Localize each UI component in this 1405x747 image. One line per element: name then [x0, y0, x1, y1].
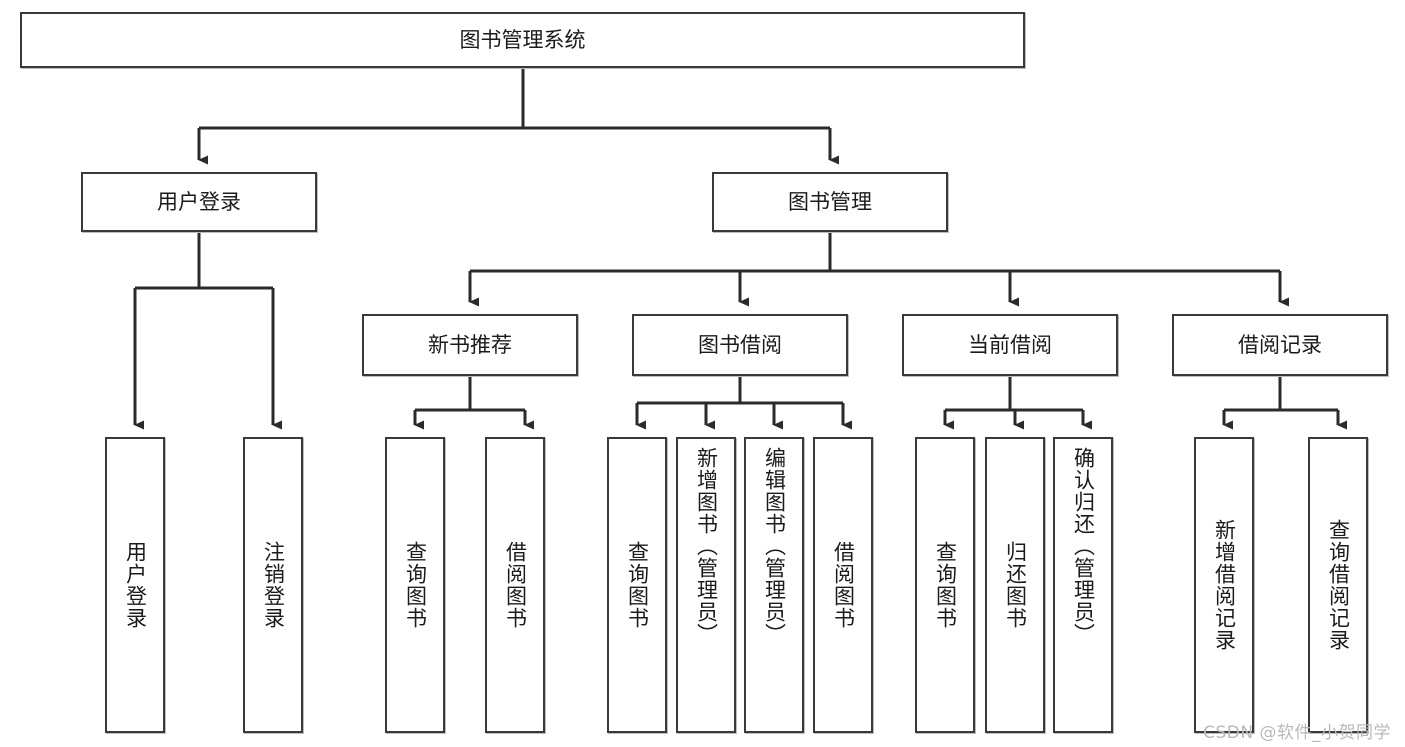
- node-leaf-logout[interactable]: 注销登录: [243, 437, 303, 733]
- node-root-label: 图书管理系统: [459, 27, 586, 52]
- node-leaf-add-book[interactable]: 新增图书（管理员）: [676, 437, 736, 733]
- node-user-login[interactable]: 用户登录: [81, 172, 317, 232]
- node-current-borrow[interactable]: 当前借阅: [902, 314, 1118, 376]
- node-leaf-confirm-return-label: 确认归还（管理员）: [1071, 447, 1096, 645]
- node-book-manage[interactable]: 图书管理: [712, 172, 948, 232]
- node-leaf-return-book-label: 归还图书: [1003, 541, 1028, 629]
- node-leaf-add-book-label: 新增图书（管理员）: [694, 447, 719, 645]
- node-leaf-confirm-return[interactable]: 确认归还（管理员）: [1053, 437, 1113, 733]
- node-leaf-query-book-1[interactable]: 查询图书: [385, 437, 445, 733]
- node-leaf-query-book-2[interactable]: 查询图书: [607, 437, 667, 733]
- node-leaf-borrow-book-2[interactable]: 借阅图书: [813, 437, 873, 733]
- node-user-login-label: 用户登录: [157, 189, 241, 214]
- node-leaf-query-book-3-label: 查询图书: [933, 541, 958, 629]
- node-borrow-record[interactable]: 借阅记录: [1172, 314, 1388, 376]
- node-current-borrow-label: 当前借阅: [968, 332, 1052, 357]
- node-leaf-borrow-book-2-label: 借阅图书: [831, 541, 856, 629]
- node-book-borrow[interactable]: 图书借阅: [632, 314, 848, 376]
- node-leaf-add-record-label: 新增借阅记录: [1212, 519, 1237, 651]
- node-root[interactable]: 图书管理系统: [20, 12, 1025, 68]
- node-leaf-query-book-1-label: 查询图书: [403, 541, 428, 629]
- node-new-book-rec-label: 新书推荐: [428, 332, 512, 357]
- node-leaf-edit-book[interactable]: 编辑图书（管理员）: [744, 437, 804, 733]
- node-leaf-borrow-book-1[interactable]: 借阅图书: [485, 437, 545, 733]
- node-leaf-query-record[interactable]: 查询借阅记录: [1308, 437, 1368, 733]
- node-leaf-return-book[interactable]: 归还图书: [985, 437, 1045, 733]
- node-leaf-user-login[interactable]: 用户登录: [105, 437, 165, 733]
- node-leaf-add-record[interactable]: 新增借阅记录: [1194, 437, 1254, 733]
- node-leaf-query-book-3[interactable]: 查询图书: [915, 437, 975, 733]
- node-book-manage-label: 图书管理: [788, 189, 872, 214]
- node-leaf-logout-label: 注销登录: [261, 541, 286, 629]
- node-borrow-record-label: 借阅记录: [1238, 332, 1322, 357]
- node-leaf-query-book-2-label: 查询图书: [625, 541, 650, 629]
- node-leaf-edit-book-label: 编辑图书（管理员）: [762, 447, 787, 645]
- watermark-text: CSDN @软件_小贺同学: [1203, 723, 1391, 743]
- node-new-book-rec[interactable]: 新书推荐: [362, 314, 578, 376]
- node-leaf-borrow-book-1-label: 借阅图书: [503, 541, 528, 629]
- node-leaf-user-login-label: 用户登录: [123, 541, 148, 629]
- node-leaf-query-record-label: 查询借阅记录: [1326, 519, 1351, 651]
- node-book-borrow-label: 图书借阅: [698, 332, 782, 357]
